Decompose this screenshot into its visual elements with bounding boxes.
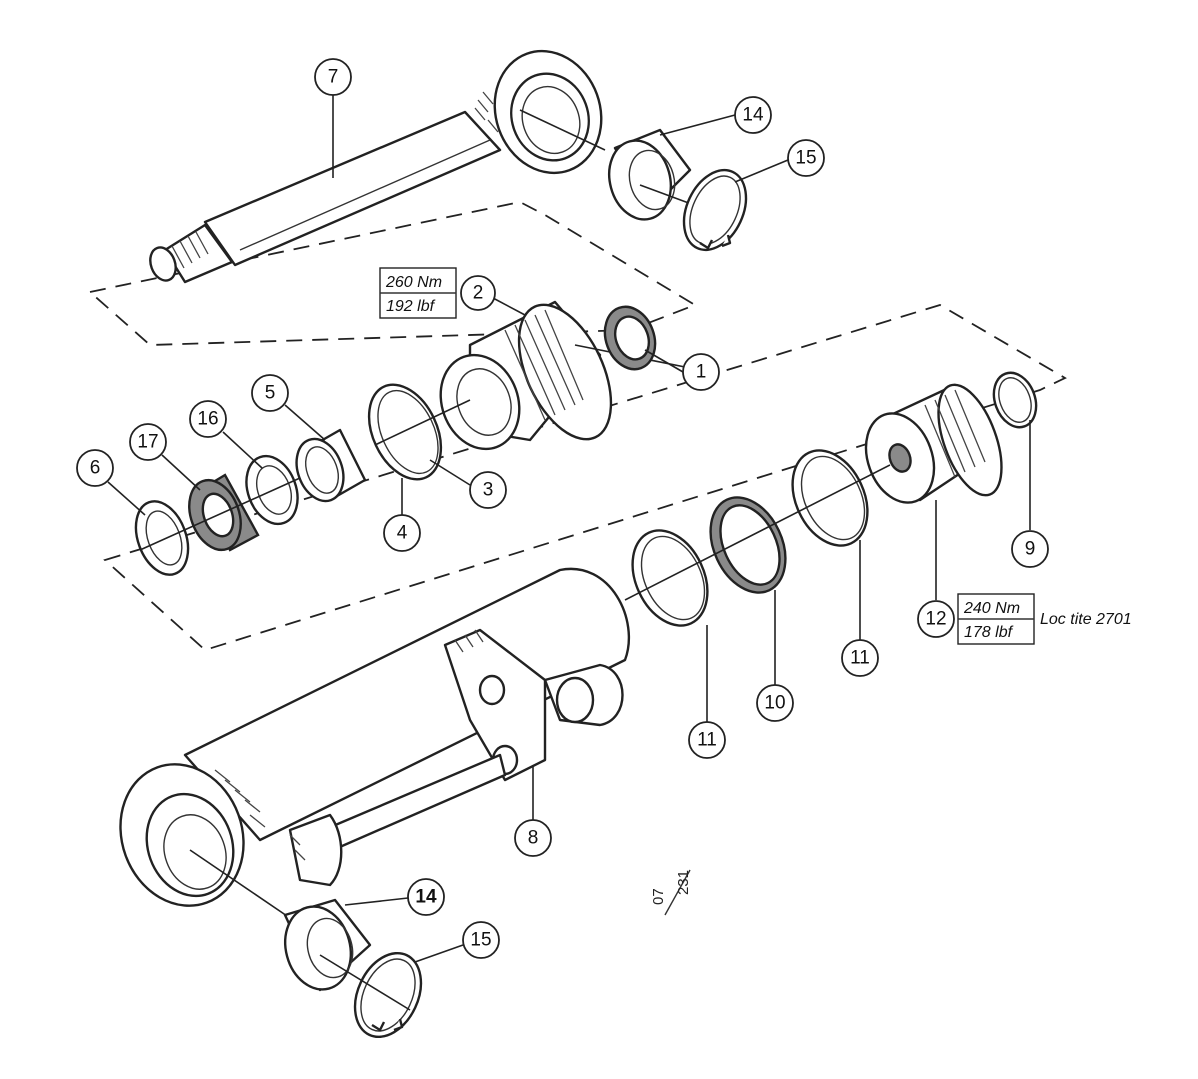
callout-10: 10	[756, 684, 794, 722]
piston-axis-line	[624, 464, 891, 601]
callout-label: 7	[328, 67, 339, 88]
callout-label: 8	[528, 828, 539, 849]
callout-label: 11	[850, 648, 870, 669]
callout-14-bottom: 14	[407, 878, 445, 916]
callout-7: 7	[314, 58, 352, 96]
seal-stack-axis-line	[139, 477, 301, 551]
callout-label: 17	[137, 432, 158, 453]
callout-label: 14	[742, 105, 764, 126]
piston-rod	[149, 49, 603, 284]
callout-label: 14	[415, 887, 437, 908]
callout-3: 3	[469, 471, 507, 509]
wiper-seal	[188, 473, 260, 552]
callout-15-bottom: 15	[462, 921, 500, 959]
torque-nm: 260 Nm	[385, 274, 442, 291]
reference-top: 07	[650, 888, 667, 905]
callout-9: 9	[1011, 530, 1049, 568]
bearing-bottom	[283, 898, 372, 992]
callout-label: 3	[483, 480, 494, 501]
torque-lbf: 178 lbf	[964, 624, 1014, 641]
callout-6: 6	[76, 449, 114, 487]
callout-label: 12	[925, 609, 946, 630]
callout-label: 16	[197, 409, 218, 430]
circlip-bottom	[353, 951, 423, 1039]
bearing-top	[608, 128, 692, 221]
callout-11-left: 11	[688, 721, 726, 759]
callout-label: 4	[397, 523, 408, 544]
callout-label: 15	[470, 930, 491, 951]
piston	[864, 383, 1003, 504]
barrel-axis-line	[189, 849, 291, 919]
cylinder-head	[439, 300, 613, 451]
callout-17: 17	[129, 423, 167, 461]
callout-16: 16	[189, 400, 227, 438]
torque-spec-head: 260 Nm 192 lbf	[379, 267, 457, 319]
guide-ring-right	[791, 449, 869, 547]
cylinder-barrel	[119, 567, 631, 907]
callout-1: 1	[682, 353, 720, 391]
torque-lbf: 192 lbf	[386, 298, 436, 315]
adhesive-note: Loc tite 2701	[1040, 611, 1132, 628]
reference-bottom: 231	[675, 870, 692, 895]
rod-seal	[603, 305, 657, 371]
torque-spec-piston: 240 Nm 178 lbf	[957, 593, 1035, 645]
callout-label: 10	[764, 693, 785, 714]
piston-seal	[709, 496, 787, 594]
torque-nm: 240 Nm	[963, 600, 1020, 617]
rod-axis-line	[519, 109, 606, 151]
circlip-top	[682, 168, 748, 252]
o-ring-3	[367, 383, 443, 481]
callout-5: 5	[251, 374, 289, 412]
guide-ring-left	[631, 529, 709, 627]
callout-label: 15	[795, 148, 816, 169]
callout-label: 6	[90, 458, 101, 479]
callout-12: 12	[917, 600, 955, 638]
leader-lines	[107, 95, 1031, 963]
callout-11-right: 11	[841, 639, 879, 677]
callout-2: 2	[460, 275, 496, 311]
callout-8: 8	[514, 819, 552, 857]
ring-axis-line	[374, 399, 471, 446]
callout-label: 1	[696, 362, 707, 383]
piston-o-ring	[992, 371, 1038, 429]
callout-label: 11	[697, 730, 717, 751]
lower-bearing-axis-line	[319, 954, 411, 1011]
valve-block	[288, 628, 624, 887]
callout-label: 9	[1025, 539, 1036, 560]
callout-label: 5	[265, 383, 276, 404]
callout-14-top: 14	[734, 96, 772, 134]
drawing-reference: 07 231	[650, 869, 692, 916]
callout-label: 2	[473, 283, 484, 304]
callout-15-top: 15	[787, 139, 825, 177]
callout-4: 4	[383, 514, 421, 552]
bushing	[295, 428, 367, 503]
